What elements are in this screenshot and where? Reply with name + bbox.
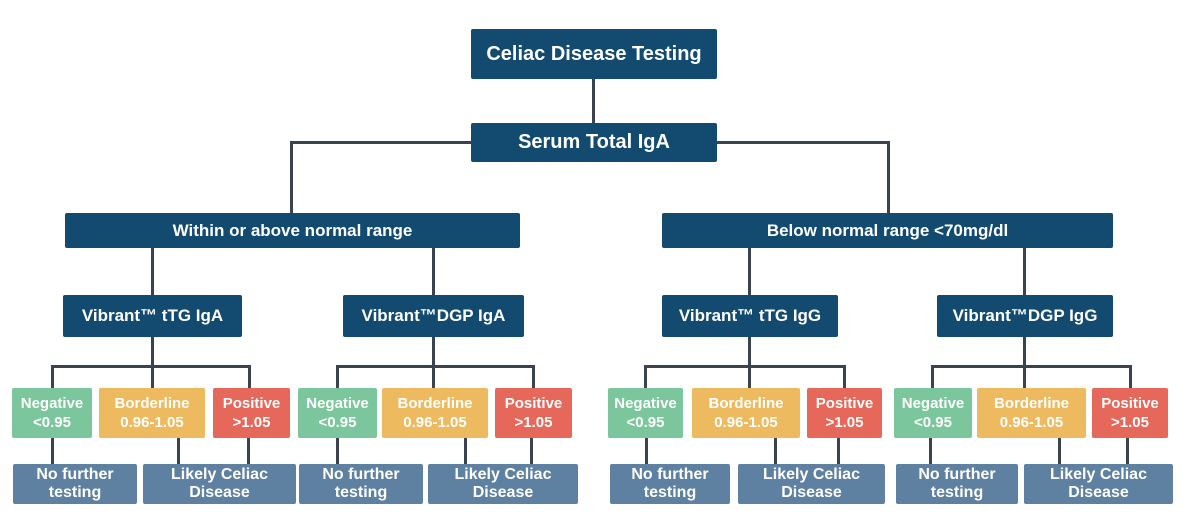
result-borderline-node: Borderline 0.96-1.05 — [99, 388, 205, 438]
connector-line — [151, 337, 154, 388]
outcome-likely-node: Likely Celiac Disease — [738, 464, 885, 504]
connector-line — [464, 438, 467, 464]
connector-line — [931, 365, 934, 388]
connector-line — [51, 365, 54, 388]
connector-line — [1023, 248, 1026, 295]
result-range: >1.05 — [514, 414, 553, 431]
connector-line — [432, 337, 435, 388]
result-range: 0.96-1.05 — [999, 414, 1064, 431]
result-label: Borderline — [114, 394, 190, 412]
result-positive-node: Positive >1.05 — [213, 388, 290, 438]
outcome-no-further-node: No further testing — [610, 464, 730, 504]
serum-total-iga-node: Serum Total IgA — [471, 123, 717, 162]
result-range: <0.95 — [626, 414, 665, 431]
connector-line — [887, 141, 890, 213]
connector-line — [837, 438, 840, 464]
result-range: 0.96-1.05 — [714, 414, 778, 431]
result-borderline-node: Borderline 0.96-1.05 — [692, 388, 800, 438]
connector-line — [774, 438, 777, 464]
root-node: Celiac Disease Testing — [471, 29, 717, 79]
connector-line — [645, 438, 648, 464]
result-positive-node: Positive >1.05 — [1092, 388, 1168, 438]
connector-line — [1023, 337, 1026, 388]
connector-line — [929, 438, 932, 464]
result-label: Borderline — [708, 394, 784, 412]
connector-line — [1129, 365, 1132, 388]
result-borderline-node: Borderline 0.96-1.05 — [382, 388, 488, 438]
connector-line — [644, 365, 647, 388]
connector-line — [530, 438, 533, 464]
result-label: Positive — [815, 394, 874, 412]
outcome-likely-node: Likely Celiac Disease — [428, 464, 578, 504]
connector-line — [177, 438, 180, 464]
result-range: <0.95 — [33, 414, 71, 431]
result-range: 0.96-1.05 — [403, 414, 467, 431]
result-negative-node: Negative <0.95 — [298, 388, 377, 438]
result-negative-node: Negative <0.95 — [894, 388, 972, 438]
outcome-no-further-node: No further testing — [13, 464, 137, 504]
connector-line — [592, 79, 595, 123]
result-range: >1.05 — [825, 414, 864, 431]
connector-line — [931, 365, 1132, 368]
connector-line — [717, 141, 890, 144]
test-node-dgp-igg: Vibrant™DGP IgG — [937, 295, 1113, 337]
connector-line — [336, 365, 535, 368]
result-range: <0.95 — [914, 414, 952, 431]
outcome-likely-node: Likely Celiac Disease — [143, 464, 296, 504]
test-node-ttg-igg: Vibrant™ tTG IgG — [662, 295, 838, 337]
outcome-no-further-node: No further testing — [299, 464, 423, 504]
branch-below-normal-node: Below normal range <70mg/dl — [662, 213, 1113, 248]
test-node-dgp-iga: Vibrant™DGP IgA — [343, 295, 524, 337]
result-label: Positive — [504, 394, 563, 412]
result-label: Borderline — [397, 394, 473, 412]
result-positive-node: Positive >1.05 — [495, 388, 572, 438]
connector-line — [432, 248, 435, 295]
test-node-ttg-iga: Vibrant™ tTG IgA — [63, 295, 242, 337]
result-borderline-node: Borderline 0.96-1.05 — [977, 388, 1086, 438]
result-range: >1.05 — [232, 414, 271, 431]
result-range: <0.95 — [318, 414, 357, 431]
connector-line — [336, 438, 339, 464]
connector-line — [51, 438, 54, 464]
branch-normal-range-node: Within or above normal range — [65, 213, 520, 248]
result-label: Negative — [20, 394, 84, 412]
result-label: Positive — [1101, 394, 1159, 412]
result-label: Borderline — [993, 394, 1069, 412]
result-label: Negative — [901, 394, 965, 412]
connector-line — [748, 248, 751, 295]
result-label: Negative — [306, 394, 369, 412]
result-label: Positive — [222, 394, 281, 412]
connector-line — [336, 365, 339, 388]
connector-line — [290, 141, 293, 213]
result-label: Negative — [614, 394, 677, 412]
outcome-no-further-node: No further testing — [896, 464, 1018, 504]
connector-line — [532, 365, 535, 388]
connector-line — [644, 365, 846, 368]
result-negative-node: Negative <0.95 — [12, 388, 92, 438]
result-range: 0.96-1.05 — [120, 414, 184, 431]
connector-line — [1058, 438, 1061, 464]
connector-line — [843, 365, 846, 388]
result-positive-node: Positive >1.05 — [807, 388, 882, 438]
connector-line — [748, 337, 751, 388]
connector-line — [51, 365, 251, 368]
connector-line — [248, 365, 251, 388]
result-negative-node: Negative <0.95 — [608, 388, 683, 438]
result-range: >1.05 — [1111, 414, 1149, 431]
connector-line — [247, 438, 250, 464]
connector-line — [151, 248, 154, 295]
connector-line — [1126, 438, 1129, 464]
connector-line — [290, 141, 472, 144]
outcome-likely-node: Likely Celiac Disease — [1024, 464, 1173, 504]
